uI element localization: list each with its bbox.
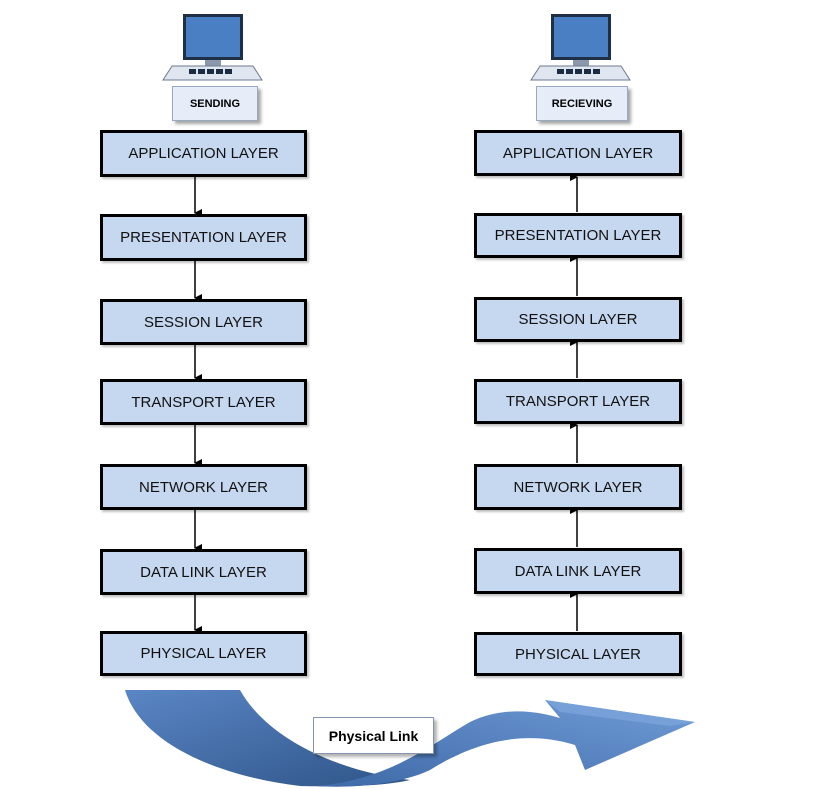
sender-transport-layer: TRANSPORT LAYER: [100, 379, 307, 425]
receiver-data-link-layer: DATA LINK LAYER: [474, 548, 682, 594]
receiver-application-layer: APPLICATION LAYER: [474, 130, 682, 176]
sender-computer-icon: [162, 14, 263, 81]
sender-network-layer: NETWORK LAYER: [100, 464, 307, 510]
sender-label: SENDING: [172, 86, 258, 121]
receiver-presentation-layer: PRESENTATION LAYER: [474, 213, 682, 258]
sender-presentation-layer: PRESENTATION LAYER: [100, 214, 307, 261]
receiver-computer-icon: [530, 14, 631, 81]
receiver-session-layer: SESSION LAYER: [474, 297, 682, 342]
sender-application-layer: APPLICATION LAYER: [100, 130, 307, 177]
sender-data-link-layer: DATA LINK LAYER: [100, 549, 307, 595]
receiver-network-layer: NETWORK LAYER: [474, 464, 682, 510]
sender-physical-layer: PHYSICAL LAYER: [100, 631, 307, 676]
physical-link-label: Physical Link: [313, 717, 434, 754]
receiver-label: RECIEVING: [536, 86, 628, 121]
receiver-transport-layer: TRANSPORT LAYER: [474, 379, 682, 424]
curved-arrow-icon: [125, 690, 695, 787]
receiver-physical-layer: PHYSICAL LAYER: [474, 632, 682, 676]
sender-session-layer: SESSION LAYER: [100, 299, 307, 345]
